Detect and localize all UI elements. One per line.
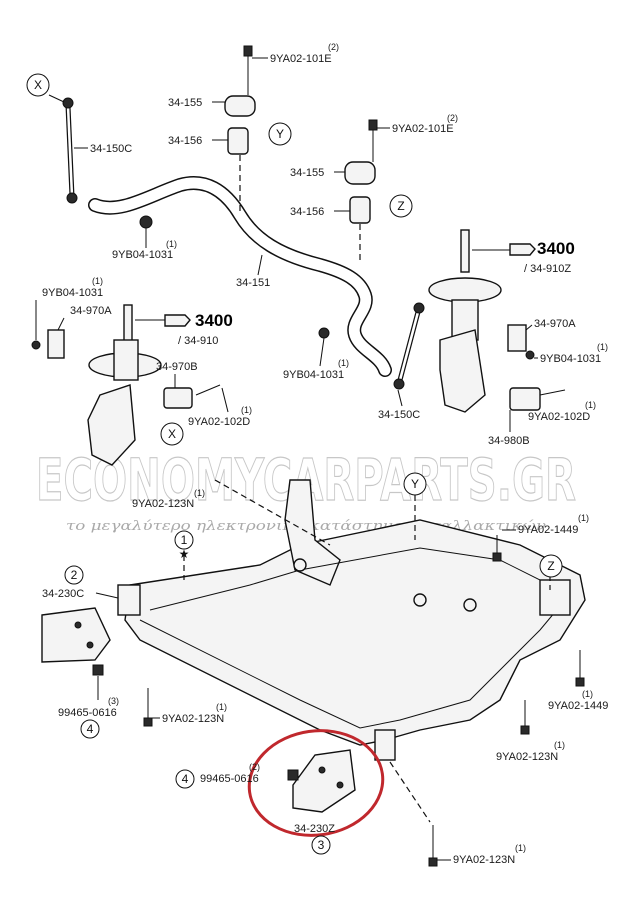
label-9yb04-1031: 9YB04-1031 (42, 287, 103, 299)
label-qty: (1) (92, 276, 103, 286)
label-9ya02-123n: 9YA02-123N (496, 751, 558, 763)
label-34-150c: 34-150C (90, 143, 132, 155)
label-qty: (1) (554, 740, 565, 750)
label-qty: (1) (338, 358, 349, 368)
highlight-ellipse (247, 729, 385, 837)
stabilizer-link-left (48, 94, 78, 204)
callout-4-bottom: 4 (175, 769, 195, 789)
label-34-151: 34-151 (236, 277, 270, 289)
label-3400: 3400 (537, 239, 575, 258)
label-34-230z: 34-230Z (294, 823, 335, 835)
label-qty: (2) (249, 762, 260, 772)
svg-text:Y: Y (276, 127, 284, 141)
label-qty: (1) (578, 513, 589, 523)
svg-text:Z: Z (397, 199, 404, 213)
label-9ya02-1449: 9YA02-1449 (518, 524, 578, 536)
label-34-156: 34-156 (168, 135, 202, 147)
svg-text:X: X (168, 427, 176, 441)
callout-1: 1★ (174, 530, 194, 561)
label-99465-0616: 99465-0616 (58, 707, 117, 719)
label-qty: (3) (108, 696, 119, 706)
label-9ya02-123n: 9YA02-123N (162, 713, 224, 725)
bracket-34-230z (292, 749, 356, 813)
svg-text:4: 4 (182, 772, 189, 786)
strut-left (31, 304, 221, 466)
label-34-155: 34-155 (290, 167, 324, 179)
label-9ya02-123n: 9YA02-123N (132, 498, 194, 510)
label-qty: (1) (194, 488, 205, 498)
label-qty: (1) (241, 405, 252, 415)
label-3400: 3400 (195, 311, 233, 330)
stabilizer-link-right (393, 302, 425, 390)
label-34-980b: 34-980B (488, 435, 530, 447)
label-9ya02-101e: 9YA02-101E (392, 123, 454, 135)
bushings (139, 45, 378, 339)
label-34-230c: 34-230C (42, 588, 84, 600)
part-labels: (2) 9YA02-101E 34-155 34-156 34-150C (2)… (35, 42, 608, 866)
bolts (92, 479, 585, 867)
callout-2: 2 (64, 565, 84, 585)
callout-x-top: X (26, 73, 50, 97)
label-9ya02-123n: 9YA02-123N (453, 854, 515, 866)
svg-text:4: 4 (87, 722, 94, 736)
callout-4-left: 4 (80, 719, 100, 739)
label-34-970a: 34-970A (534, 318, 576, 330)
svg-text:★: ★ (179, 547, 190, 561)
stabilizer-bar (88, 176, 392, 377)
subframe (117, 479, 586, 761)
label-99465-0616: 99465-0616 (200, 773, 259, 785)
label-9ya02-1449: 9YA02-1449 (548, 700, 608, 712)
label-34-156: 34-156 (290, 206, 324, 218)
label-34-155: 34-155 (168, 97, 202, 109)
label-34-970b: 34-970B (156, 361, 198, 373)
svg-text:Y: Y (411, 477, 419, 491)
label-qty: (2) (328, 42, 339, 52)
label-qty: (1) (515, 843, 526, 853)
svg-text:Z: Z (547, 559, 554, 573)
label-qty: (1) (597, 342, 608, 352)
label-34-910: / 34-910 (178, 335, 218, 347)
callout-3: 3 (311, 835, 331, 855)
label-9ya02-102d: 9YA02-102D (528, 411, 590, 423)
label-qty: (1) (216, 702, 227, 712)
label-9ya02-102d: 9YA02-102D (188, 416, 250, 428)
callout-z-mid: Z (539, 554, 563, 578)
bracket-34-230c (41, 607, 111, 663)
svg-text:2: 2 (71, 568, 78, 582)
label-9yb04-1031: 9YB04-1031 (112, 249, 173, 261)
label-34-970a: 34-970A (70, 305, 112, 317)
label-9yb04-1031: 9YB04-1031 (283, 369, 344, 381)
label-34-910z: / 34-910Z (524, 263, 571, 275)
callout-y-mid: Y (403, 472, 427, 496)
callout-z-top: Z (389, 194, 413, 218)
label-9ya02-101e: 9YA02-101E (270, 53, 332, 65)
label-qty: (1) (582, 689, 593, 699)
label-qty: (1) (166, 239, 177, 249)
strut-right (428, 229, 566, 413)
svg-text:3: 3 (318, 838, 325, 852)
label-qty: (2) (447, 113, 458, 123)
callout-x-mid: X (160, 422, 184, 446)
label-qty: (1) (585, 400, 596, 410)
svg-text:X: X (34, 78, 42, 92)
label-9yb04-1031: 9YB04-1031 (540, 353, 601, 365)
svg-text:1: 1 (181, 533, 188, 547)
label-34-150c: 34-150C (378, 409, 420, 421)
callout-y-top: Y (268, 122, 292, 146)
